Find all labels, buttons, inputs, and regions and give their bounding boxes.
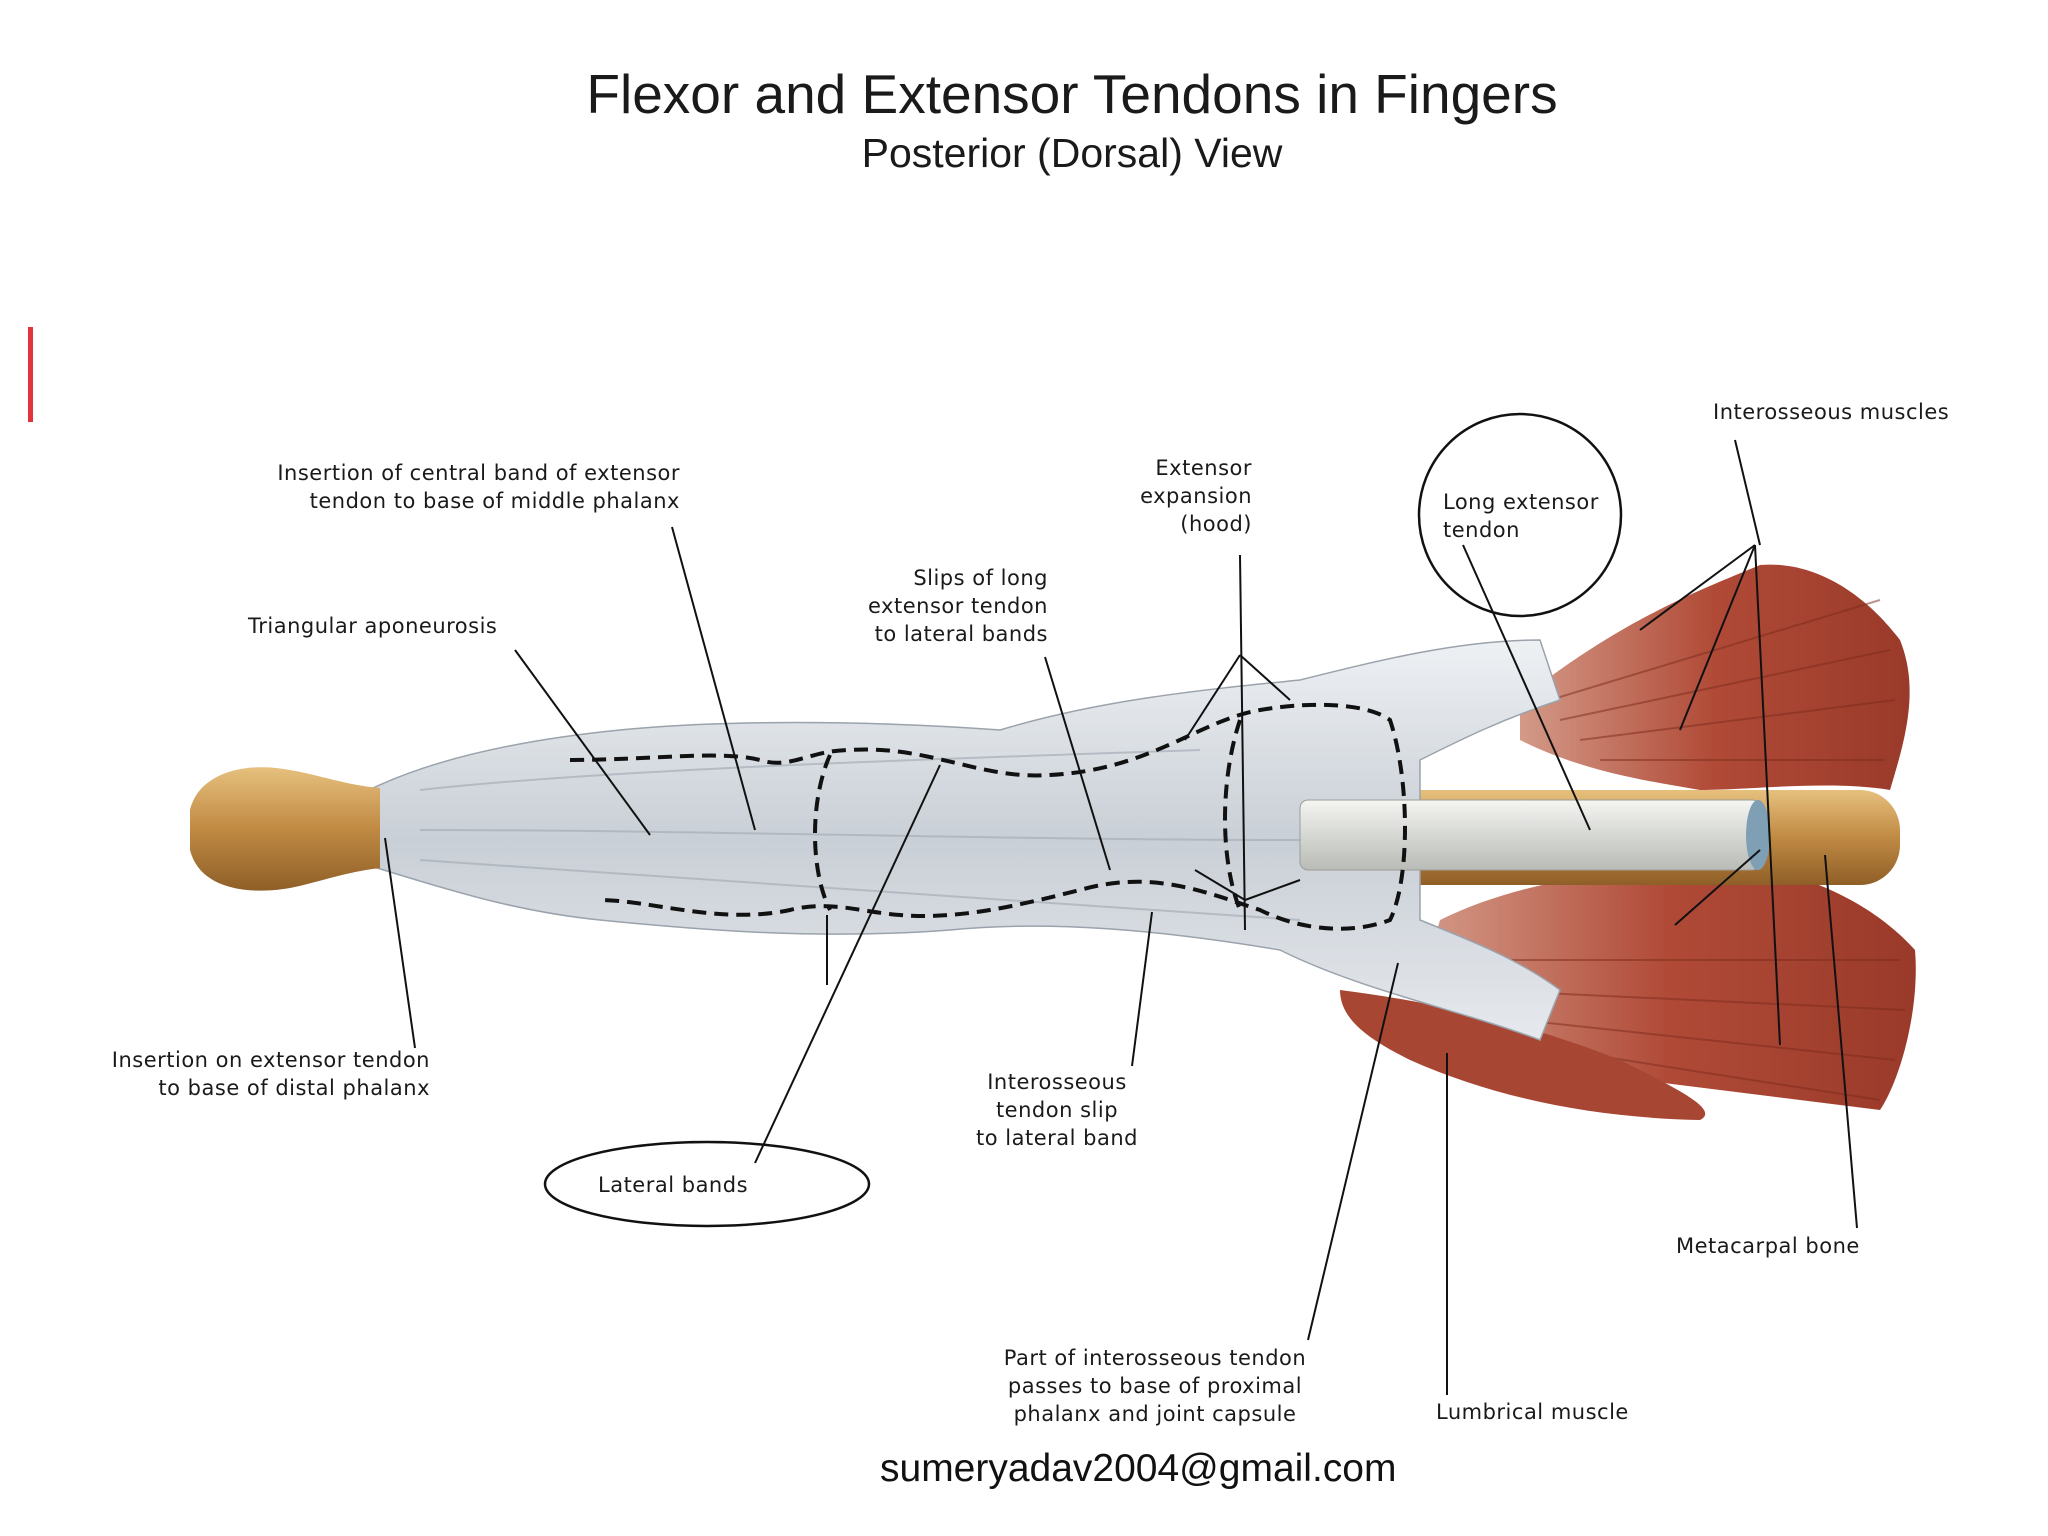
label-part-interosseous-tendon: Part of interosseous tendon passes to ba…: [1003, 1346, 1307, 1426]
label-slips-long-extensor: Slips of long extensor tendon to lateral…: [868, 566, 1048, 646]
footer-email: sumeryadav2004@gmail.com: [880, 1447, 1397, 1490]
label-interosseous-tendon-slip: Interosseous tendon slip to lateral band: [976, 1070, 1138, 1150]
label-metacarpal-bone: Metacarpal bone: [1676, 1234, 1860, 1258]
diagram-title: Flexor and Extensor Tendons in Fingers: [586, 63, 1558, 125]
diagram-subtitle: Posterior (Dorsal) View: [861, 130, 1283, 176]
label-lumbrical-muscle: Lumbrical muscle: [1436, 1400, 1629, 1424]
label-insertion-distal-phalanx: Insertion on extensor tendon to base of …: [111, 1048, 430, 1100]
label-extensor-expansion: Extensor expansion (hood): [1140, 456, 1252, 536]
label-insertion-central-band: Insertion of central band of extensor te…: [277, 461, 680, 513]
label-triangular-aponeurosis: Triangular aponeurosis: [248, 614, 498, 638]
lumbrical-muscle: [1340, 990, 1706, 1120]
highlight-ellipse-lateral-bands: [543, 1140, 871, 1228]
label-lateral-bands: Lateral bands: [598, 1173, 749, 1197]
long-extensor-tendon-shaft: [1299, 799, 1770, 871]
dashed-band-outline: [569, 702, 1407, 931]
red-accent-bar: [28, 327, 33, 422]
distal-phalanx-bone: [190, 767, 380, 891]
label-interosseous-muscles: Interosseous muscles: [1713, 400, 1950, 424]
highlight-circle-long-extensor: [1417, 412, 1623, 618]
leader-lines: [384, 439, 1858, 1395]
extensor-tendon-sheath: [349, 639, 1561, 1041]
interosseous-muscle-upper: [1520, 564, 1910, 790]
label-long-extensor-tendon: Long extensor tendon: [1443, 490, 1599, 542]
